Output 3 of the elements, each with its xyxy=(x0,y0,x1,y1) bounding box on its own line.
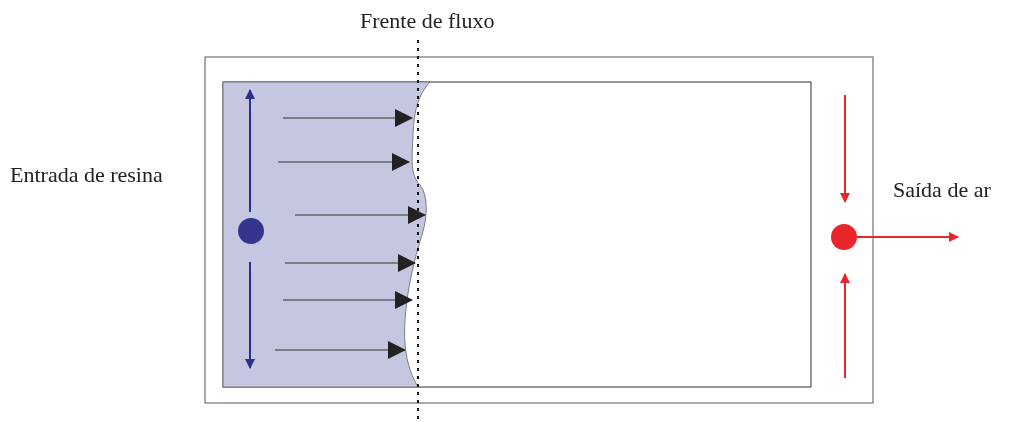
annotation-label: Entrada de resina xyxy=(10,162,163,188)
annotation-label: Saída de ar xyxy=(893,177,991,203)
annotation-label: Frente de fluxo xyxy=(360,8,495,34)
